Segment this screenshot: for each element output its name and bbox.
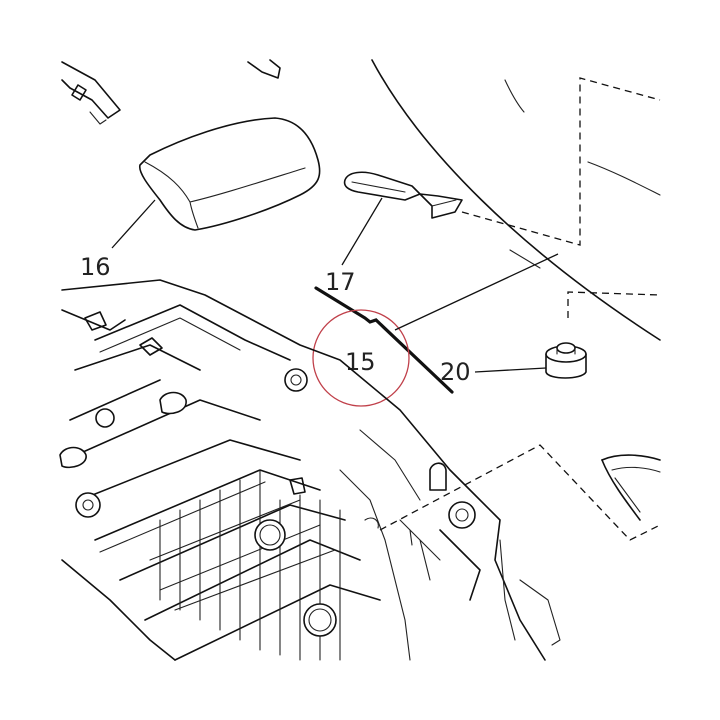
part-16-pad xyxy=(138,117,321,231)
leader-16 xyxy=(111,199,156,249)
right-trim xyxy=(601,454,661,521)
upper-left-bracket xyxy=(61,61,121,125)
main-frame xyxy=(59,279,561,661)
callout-15: 15 xyxy=(345,348,376,376)
upper-clip xyxy=(247,59,281,79)
highlight-circle-15 xyxy=(312,309,410,407)
part-20-grommet xyxy=(545,342,587,379)
callout-16: 16 xyxy=(80,253,111,281)
assembly-dashed-lines xyxy=(379,77,661,541)
part-15-strip xyxy=(312,286,454,407)
leader-15 xyxy=(394,253,559,331)
leader-17 xyxy=(341,197,383,266)
callout-20: 20 xyxy=(440,358,471,386)
callout-17: 17 xyxy=(325,268,356,296)
body-panel xyxy=(371,59,661,341)
part-17-clip xyxy=(343,171,463,219)
leader-20 xyxy=(474,367,547,373)
